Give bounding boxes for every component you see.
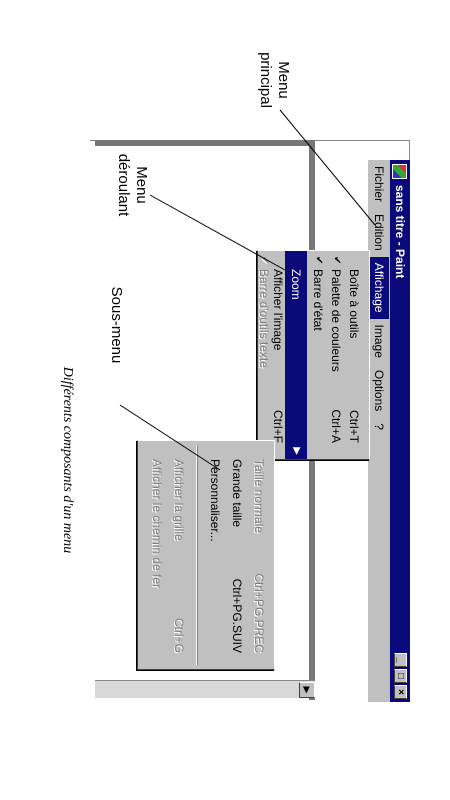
figure-caption: Différents composants d'un menu bbox=[60, 366, 75, 554]
callout-line1: Sous-menu bbox=[108, 286, 125, 364]
leader-line-submenu bbox=[119, 404, 221, 471]
callout-submenu: Sous-menu bbox=[107, 270, 125, 380]
callout-line1: Menu bbox=[133, 166, 150, 204]
callout-line1: Menu bbox=[275, 61, 292, 99]
callout-dropdown: Menu déroulant bbox=[114, 140, 150, 230]
leader-line-main-menu bbox=[279, 109, 376, 226]
leader-line-dropdown bbox=[149, 194, 286, 271]
callout-line2: déroulant bbox=[115, 153, 132, 217]
callout-main-menu: Menu principal bbox=[256, 40, 292, 120]
callout-line2: principal bbox=[257, 52, 274, 108]
